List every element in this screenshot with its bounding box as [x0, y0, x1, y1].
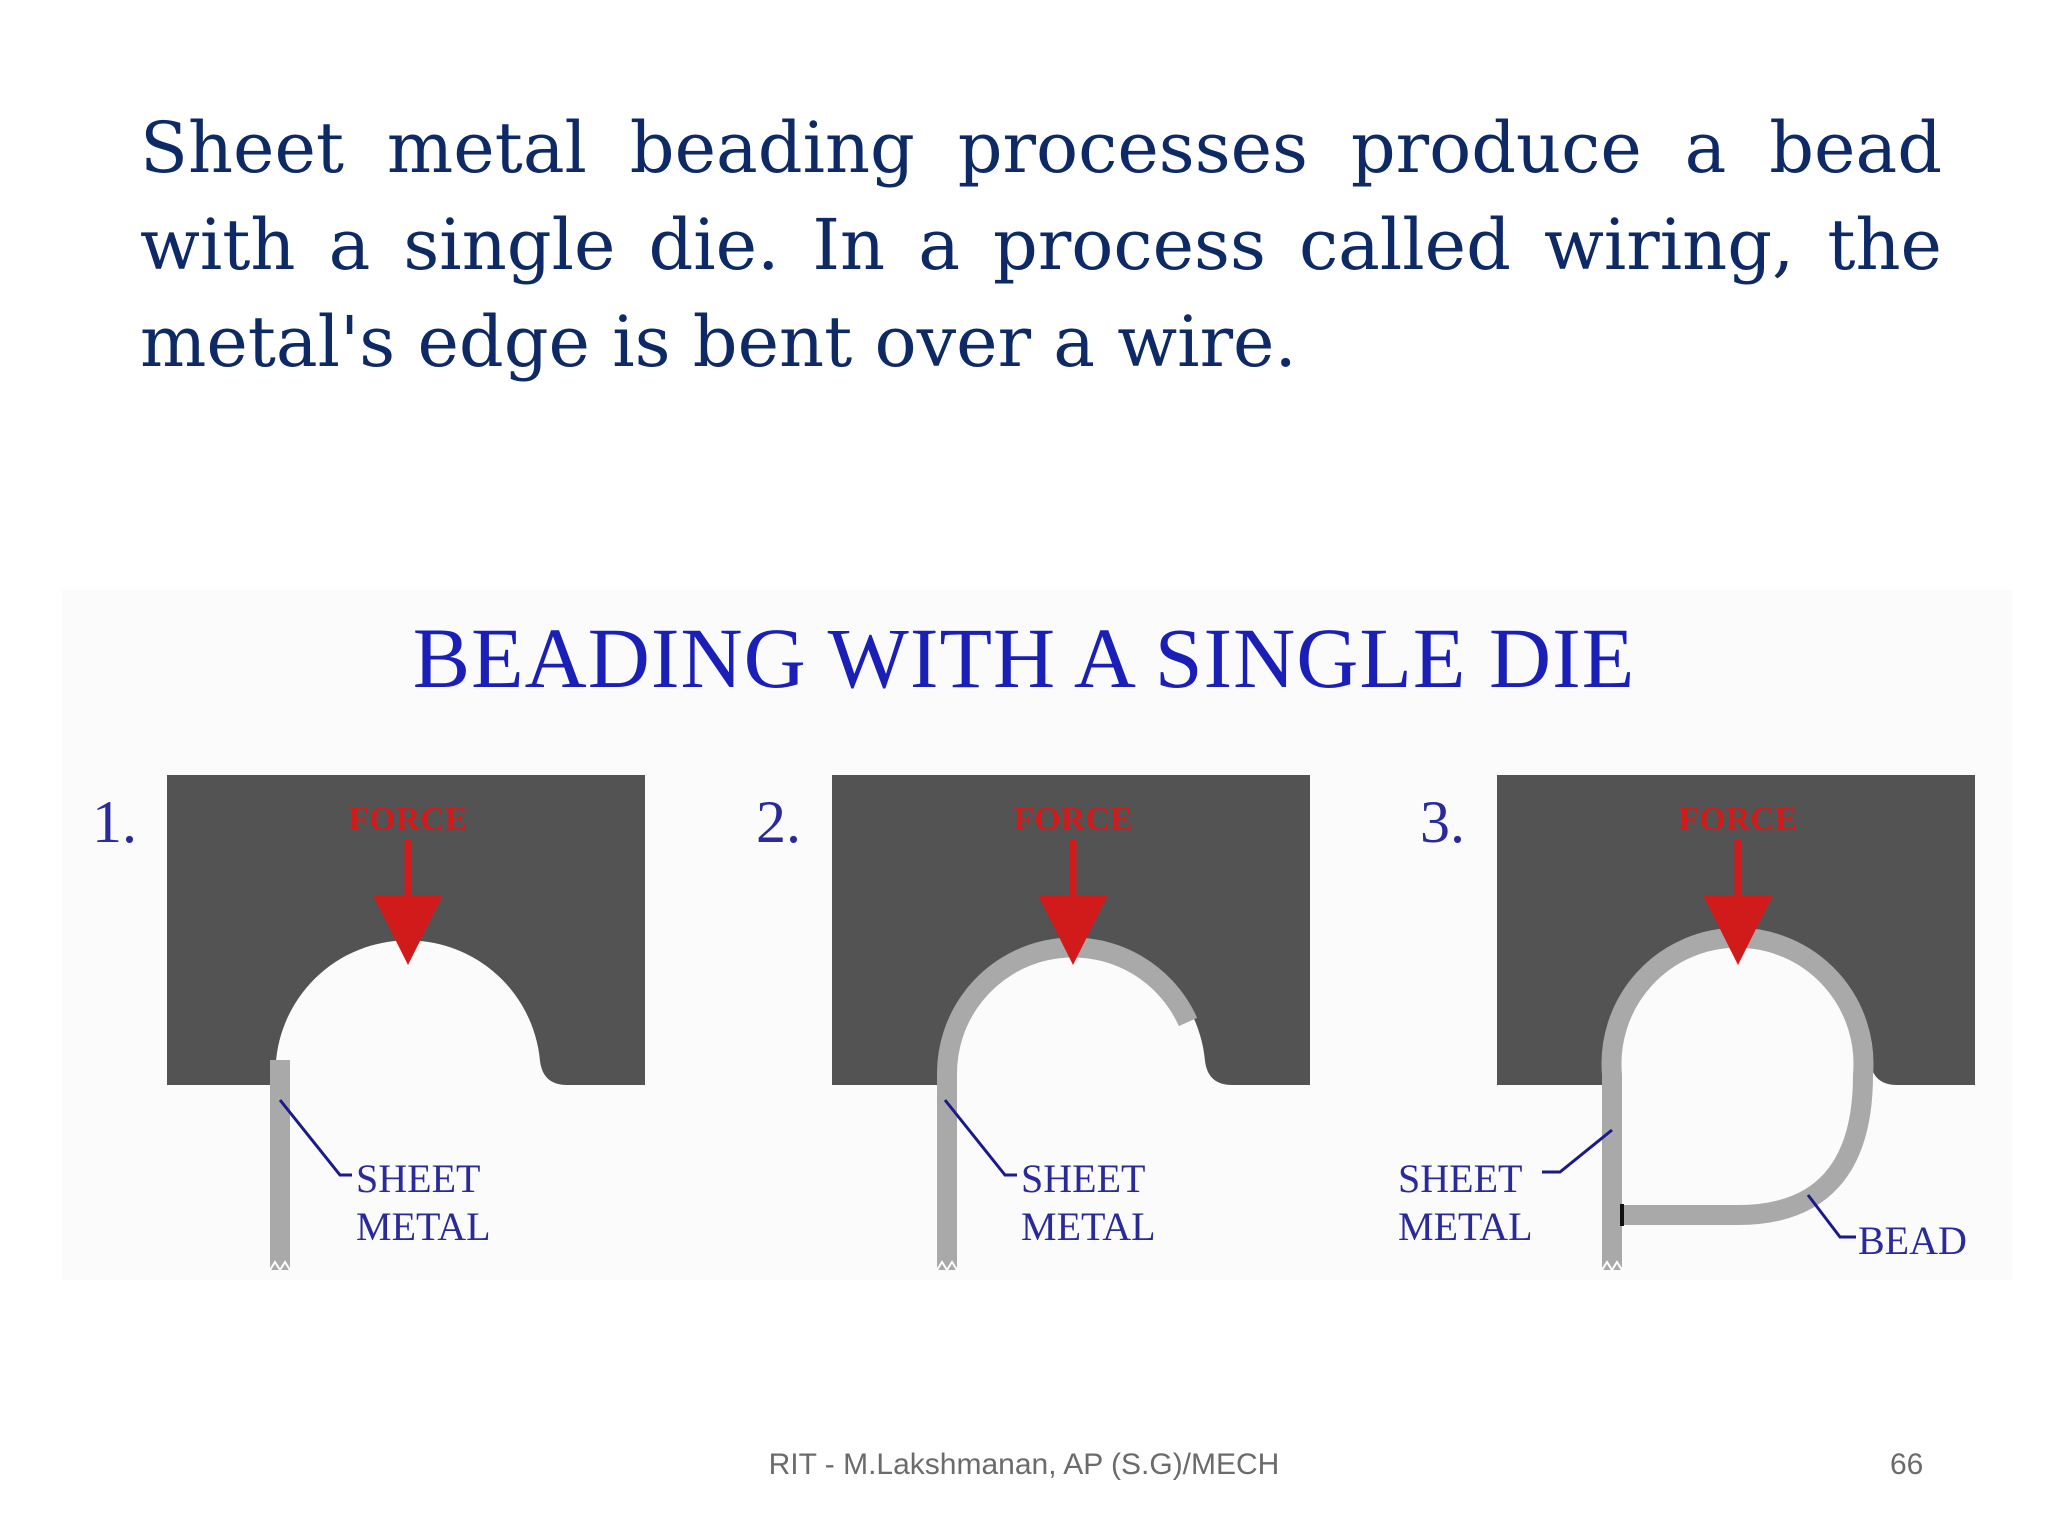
step-3-bead-label: BEAD — [1858, 1218, 1967, 1263]
step-1-sheet-leader — [278, 1099, 352, 1177]
step-3-sheet-metal — [1601, 927, 1874, 1270]
page-number: 66 — [1890, 1448, 1924, 1481]
step-3-sheet-label-line2: METAL — [1398, 1204, 1533, 1249]
step-2-force-label: FORCE — [1014, 801, 1133, 838]
step-2-sheet-leader — [943, 1099, 1017, 1177]
step-1-torn-edge — [269, 1260, 291, 1272]
step-1-sheet-label-line2: METAL — [356, 1204, 491, 1249]
step-1-force-label: FORCE — [349, 801, 468, 838]
step-1-sheet-label-line1: SHEET — [356, 1156, 480, 1201]
step-3-number: 3. — [1420, 789, 1465, 855]
step-1: 1. FORCE SHEET METAL — [92, 775, 645, 1272]
step-2-torn-edge — [936, 1260, 958, 1272]
step-2-number: 2. — [756, 789, 801, 855]
step-2: 2. FORCE SHEET METAL — [756, 775, 1310, 1272]
step-1-number: 1. — [92, 789, 137, 855]
step-2-sheet-label-line1: SHEET — [1021, 1156, 1145, 1201]
step-3-torn-edge — [1601, 1260, 1623, 1272]
step-3-force-label: FORCE — [1679, 801, 1798, 838]
step-1-sheet-metal — [270, 1060, 290, 1270]
step-3-bead-leader — [1806, 1194, 1856, 1239]
slide-body-text: Sheet metal beading processes produce a … — [140, 107, 1942, 383]
footer-credit: RIT - M.Lakshmanan, AP (S.G)/MECH — [768, 1448, 1280, 1481]
step-3-sheet-label-line1: SHEET — [1398, 1156, 1522, 1201]
figure-title: BEADING WITH A SINGLE DIE — [412, 610, 1636, 706]
step-2-sheet-label-line2: METAL — [1021, 1204, 1156, 1249]
step-3: 3. FORCE SHEET METAL BEAD — [1398, 775, 1975, 1272]
step-3-sheet-leader — [1542, 1128, 1613, 1174]
